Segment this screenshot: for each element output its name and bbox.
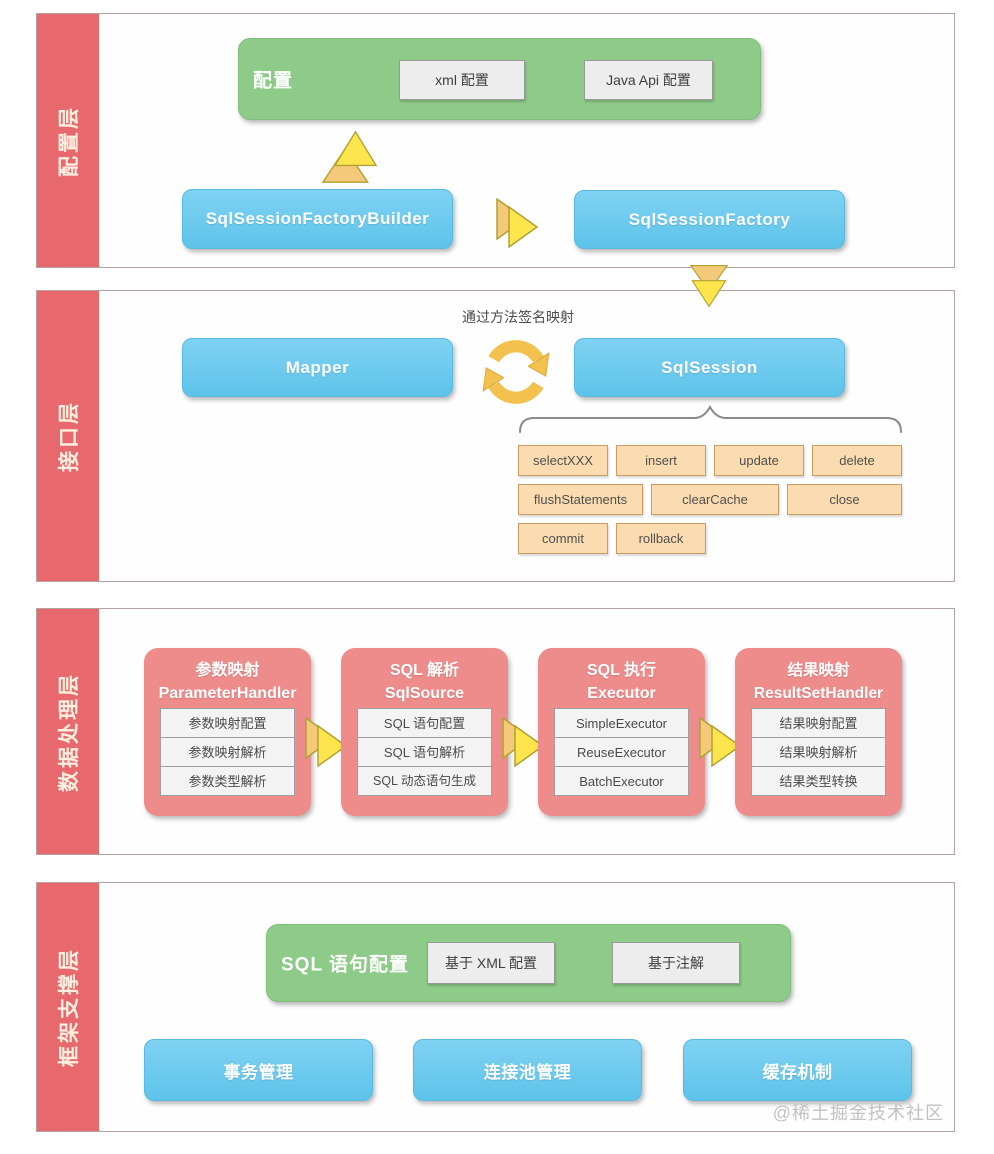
module-title: SQL 执行 Executor [538, 659, 705, 705]
layer-section-interface: 接口层 通过方法签名映射 Mapper SqlSession selectXXX… [36, 290, 955, 582]
method-flushstatements: flushStatements [518, 484, 643, 515]
sqlsessionfactorybuilder-node: SqlSessionFactoryBuilder [182, 189, 453, 249]
config-label: 配置 [253, 70, 294, 92]
sync-arrows-icon [473, 331, 559, 413]
module-sqlsource: SQL 解析 SqlSource SQL 语句配置 SQL 语句解析 SQL 动… [341, 648, 508, 816]
down-arrow-icon [686, 264, 732, 308]
method-commit: commit [518, 523, 608, 554]
method-signature-caption: 通过方法签名映射 [462, 309, 574, 325]
java-api-config-box: Java Api 配置 [584, 60, 713, 100]
mapper-node: Mapper [182, 338, 453, 397]
module-item-list: 参数映射配置 参数映射解析 参数类型解析 [160, 708, 295, 796]
up-arrow-icon [321, 129, 377, 185]
layer-label-config: 配置层 [58, 104, 81, 177]
module-item-list: 结果映射配置 结果映射解析 结果类型转换 [751, 708, 886, 796]
module-item: SQL 语句解析 [357, 737, 492, 767]
module-item: SQL 语句配置 [357, 708, 492, 738]
module-title: 结果映射 ResultSetHandler [735, 659, 902, 705]
module-title-en: ResultSetHandler [753, 685, 884, 702]
right-double-arrow-icon [303, 717, 349, 767]
module-item: 参数类型解析 [160, 766, 295, 796]
method-delete: delete [812, 445, 902, 476]
support-transaction-node: 事务管理 [144, 1039, 373, 1101]
support-cache-node: 缓存机制 [683, 1039, 912, 1101]
module-item: 参数映射解析 [160, 737, 295, 767]
module-title-cn: SQL 解析 [389, 662, 460, 679]
layer-section-data-processing: 数据处理层 参数映射 ParameterHandler 参数映射配置 参数映射解… [36, 608, 955, 855]
xml-config-box: xml 配置 [399, 60, 525, 100]
module-item: 结果映射配置 [751, 708, 886, 738]
module-item: ReuseExecutor [554, 737, 689, 767]
sqlsessionfactory-node: SqlSessionFactory [574, 190, 845, 249]
right-double-arrow-icon [697, 717, 743, 767]
layer-band-data-processing: 数据处理层 [37, 609, 99, 854]
layer-band-framework-support: 框架支撑层 [37, 883, 99, 1131]
layer-band-config: 配置层 [37, 14, 99, 267]
module-title-en: ParameterHandler [158, 685, 297, 702]
sqlsession-node: SqlSession [574, 338, 845, 397]
watermark: @稀土掘金技术社区 [772, 1103, 944, 1123]
layer-section-framework-support: 框架支撑层 SQL 语句配置 基于 XML 配置 基于注解 事务管理 连接池管理… [36, 882, 955, 1132]
xml-based-box: 基于 XML 配置 [427, 942, 555, 984]
config-green-box: 配置 xml 配置 Java Api 配置 [238, 38, 761, 120]
method-clearcache: clearCache [651, 484, 779, 515]
sql-config-label: SQL 语句配置 [281, 954, 409, 976]
brace-icon [518, 403, 903, 433]
module-title-en: SqlSource [384, 685, 465, 702]
module-item: SimpleExecutor [554, 708, 689, 738]
module-title-cn: 参数映射 [195, 662, 260, 679]
module-item-list: SimpleExecutor ReuseExecutor BatchExecut… [554, 708, 689, 796]
method-insert: insert [616, 445, 706, 476]
method-update: update [714, 445, 804, 476]
module-title-cn: SQL 执行 [586, 662, 657, 679]
support-connection-pool-node: 连接池管理 [413, 1039, 642, 1101]
layer-label-framework-support: 框架支撑层 [58, 947, 81, 1067]
module-executor: SQL 执行 Executor SimpleExecutor ReuseExec… [538, 648, 705, 816]
annotation-based-box: 基于注解 [612, 942, 740, 984]
module-item-list: SQL 语句配置 SQL 语句解析 SQL 动态语句生成 [357, 708, 492, 796]
module-title: 参数映射 ParameterHandler [144, 659, 311, 705]
module-title-cn: 结果映射 [787, 662, 850, 679]
module-item: SQL 动态语句生成 [357, 766, 492, 796]
module-item: 结果映射解析 [751, 737, 886, 767]
module-item: 结果类型转换 [751, 766, 886, 796]
right-double-arrow-icon [500, 717, 546, 767]
module-title: SQL 解析 SqlSource [341, 659, 508, 705]
right-double-arrow-icon [494, 198, 540, 248]
layer-section-config: 配置层 配置 xml 配置 Java Api 配置 SqlSessionFact… [36, 13, 955, 268]
layer-label-interface: 接口层 [58, 400, 81, 472]
method-close: close [787, 484, 902, 515]
module-title-en: Executor [587, 685, 656, 702]
module-parameterhandler: 参数映射 ParameterHandler 参数映射配置 参数映射解析 参数类型… [144, 648, 311, 816]
layer-band-interface: 接口层 [37, 291, 99, 581]
layer-label-data-processing: 数据处理层 [58, 671, 81, 792]
sql-config-green-box: SQL 语句配置 基于 XML 配置 基于注解 [266, 924, 791, 1002]
module-item: 参数映射配置 [160, 708, 295, 738]
method-rollback: rollback [616, 523, 706, 554]
module-resultsethandler: 结果映射 ResultSetHandler 结果映射配置 结果映射解析 结果类型… [735, 648, 902, 816]
method-selectxxx: selectXXX [518, 445, 608, 476]
module-item: BatchExecutor [554, 766, 689, 796]
